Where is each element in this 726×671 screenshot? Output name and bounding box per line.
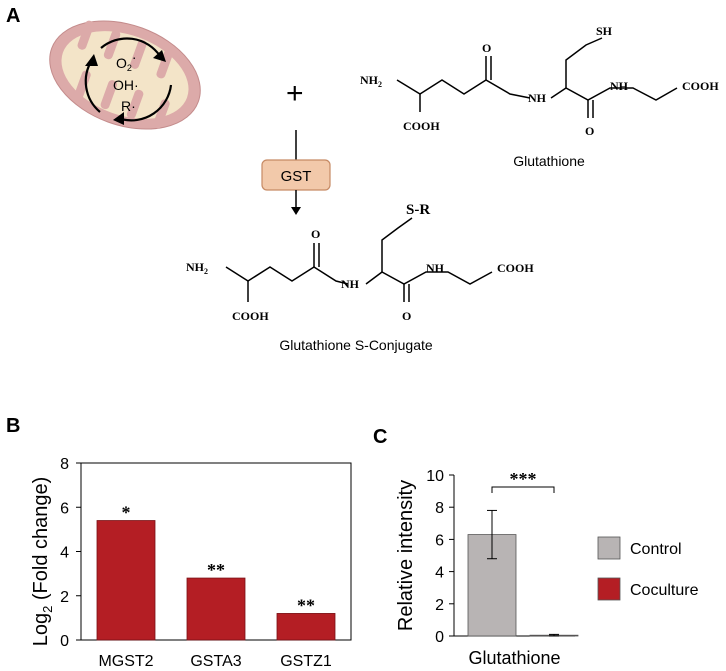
chart-b-significance-label: ** <box>207 560 225 580</box>
chart-c-ytick-label: 4 <box>435 565 444 582</box>
gsh-cooh-right-label: COOH <box>682 79 719 93</box>
svg-text:NH2: NH2 <box>360 73 382 89</box>
chart-b-ytick-label: 2 <box>60 589 69 606</box>
ros-cycle-arrowheads-icon <box>85 50 166 125</box>
conj-sr-label: S-R <box>406 202 430 218</box>
legend-swatch-coculture <box>597 577 621 601</box>
svg-text:O2·: O2· <box>116 49 137 73</box>
ros-oh-label: OH· <box>113 77 139 93</box>
svg-text:NH2: NH2 <box>186 260 208 276</box>
conj-nh2-label: NH <box>186 260 205 274</box>
reaction-arrowhead-icon <box>291 207 301 215</box>
chart-c-ytick-label: 2 <box>435 597 444 614</box>
chart-c-ytick-label: 8 <box>435 500 444 517</box>
conj-nh-mid-label: NH <box>341 277 360 291</box>
gsh-nh-mid-label: NH <box>528 91 547 105</box>
gsh-nh-right-label: NH <box>610 79 629 93</box>
chart-b-ytick-label: 6 <box>60 500 69 517</box>
conj-o-top-label: O <box>311 227 320 241</box>
gsh-cooh-bottom-label: COOH <box>403 119 440 133</box>
chart-b-ytick-label: 8 <box>60 456 69 473</box>
ros-o2-dot: · <box>132 49 137 65</box>
chart-c-significance-bracket <box>491 486 555 493</box>
chart-b-ylabel-main: Log <box>30 613 52 646</box>
gsh-o-bottom-label: O <box>585 124 594 138</box>
panel-label-b: B <box>6 415 20 437</box>
chart-c-significance-label: *** <box>510 469 537 489</box>
mitochondrion-icon <box>49 20 201 130</box>
gsh-name-label: Glutathione <box>513 153 585 169</box>
gsh-o-top-label: O <box>482 41 491 55</box>
chart-b-bar-gsta3 <box>186 577 246 641</box>
gsh-nh2-subscript: 2 <box>378 80 382 89</box>
legend-swatch-control <box>597 536 621 560</box>
chart-b-ytick-label: 4 <box>60 545 69 562</box>
plus-sign: + <box>286 77 304 110</box>
chart-b-category-label: GSTA3 <box>190 653 241 670</box>
chart-b-ylabel-rest: (Fold change) <box>30 477 52 606</box>
chart-b-significance-label: * <box>122 503 131 523</box>
legend-label-control: Control <box>630 541 682 558</box>
panel-label-c: C <box>373 426 387 448</box>
conj-o-bottom-label: O <box>402 309 411 323</box>
ros-r-label: R· <box>121 98 136 114</box>
chart-c-ytick-label: 6 <box>435 532 444 549</box>
chart-b-significance-label: ** <box>297 595 315 615</box>
chart-b-ylabel: Log2 (Fold change) <box>30 477 55 647</box>
ros-o2-label: O <box>116 55 127 71</box>
chart-b-bar-gstz1 <box>276 613 336 641</box>
gsh-nh2-label: NH <box>360 73 379 87</box>
conj-nh-right-label: NH <box>426 261 445 275</box>
chart-c-ytick-label: 0 <box>435 629 444 646</box>
conjugate-structure <box>225 217 493 302</box>
gsh-sh-label: SH <box>596 24 613 38</box>
chart-b-category-label: GSTZ1 <box>280 653 332 670</box>
chart-b-ytick-label: 0 <box>60 633 69 650</box>
conjugate-name-label: Glutathione S-Conjugate <box>279 337 433 353</box>
gst-enzyme-label: GST <box>281 168 312 185</box>
panel-label-a: A <box>6 5 20 27</box>
conj-cooh-right-label: COOH <box>497 261 534 275</box>
chart-b-ylabel-subscript: 2 <box>40 606 55 613</box>
chart-c-ytick-label: 10 <box>426 468 444 485</box>
glutathione-structure <box>396 37 678 118</box>
conj-cooh-bottom-label: COOH <box>232 309 269 323</box>
legend-label-coculture: Coculture <box>630 582 699 599</box>
chart-b-category-label: MGST2 <box>98 653 153 670</box>
ros-o2-subscript: 2 <box>127 63 132 73</box>
chart-c-ylabel: Relative intensity <box>395 480 417 631</box>
chart-c-category-label: Glutathione <box>468 648 560 668</box>
conj-nh2-subscript: 2 <box>204 267 208 276</box>
chart-b-bar-mgst2 <box>96 520 156 641</box>
